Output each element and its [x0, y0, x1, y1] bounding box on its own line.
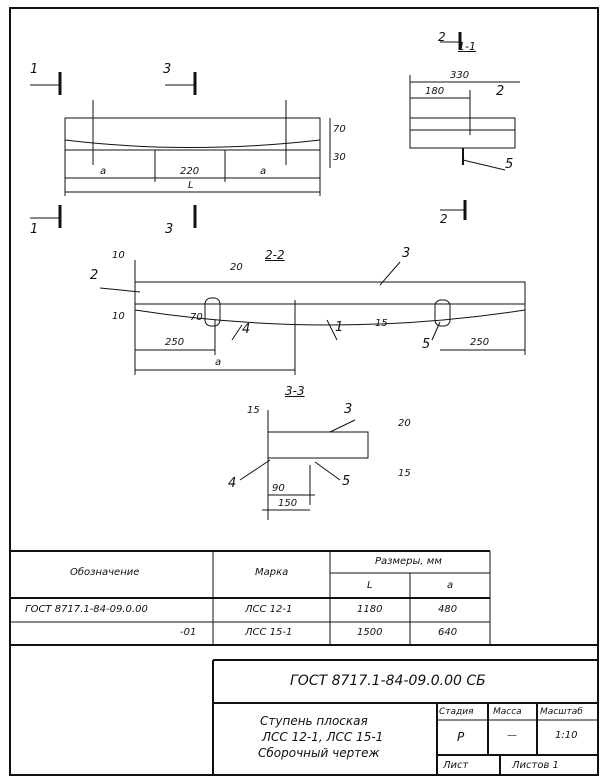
dim: 15	[398, 468, 411, 479]
stage-value: Р	[457, 730, 465, 744]
section-label: 3-3	[285, 384, 305, 398]
cut-mark: 2	[440, 212, 448, 226]
cell-mark: ЛСС 15-1	[245, 627, 293, 638]
mass-value: —	[507, 730, 517, 741]
cut-mark: 1	[30, 62, 39, 77]
callout: 4	[242, 322, 251, 337]
cell-designation: -01	[180, 627, 197, 638]
callout: 1	[335, 320, 344, 335]
dim: 330	[450, 70, 470, 81]
callout: 5	[342, 474, 351, 489]
callout: 2	[90, 268, 99, 283]
dim: 250	[165, 337, 185, 348]
header-sizes: Размеры, мм	[375, 556, 442, 567]
header-designation: Обозначение	[70, 567, 140, 578]
cell-L: 1500	[357, 627, 383, 638]
dim: a	[215, 357, 222, 368]
cut-mark: 1	[30, 222, 39, 237]
dim: 15	[375, 318, 388, 329]
dim: 70	[190, 312, 203, 323]
dim: 10	[112, 311, 125, 322]
spec-table-lines	[10, 550, 598, 646]
callout: 2	[496, 84, 505, 99]
cell-mark: ЛСС 12-1	[245, 604, 293, 615]
dim: 220	[180, 166, 200, 177]
callout: 3	[344, 402, 353, 417]
title-name-line3: Сборочный чертеж	[258, 746, 380, 760]
dim: 150	[278, 498, 298, 509]
dim: 90	[272, 483, 285, 494]
dim: a	[100, 166, 107, 177]
section-3-3	[239, 410, 369, 520]
scale-label: Масштаб	[540, 707, 583, 717]
cell-L: 1180	[357, 604, 383, 615]
scale-value: 1:10	[555, 730, 578, 741]
document-number: ГОСТ 8717.1-84-09.0.00 СБ	[290, 673, 486, 689]
dim: 10	[112, 250, 125, 261]
title-name-line1: Ступень плоская	[260, 714, 368, 728]
cut-mark: 2	[438, 30, 446, 44]
dim: a	[260, 166, 267, 177]
title-name-line2: ЛСС 12-1, ЛСС 15-1	[262, 730, 384, 744]
stage-label: Стадия	[439, 707, 474, 717]
dim: 30	[333, 152, 346, 163]
callout: 5	[505, 157, 514, 172]
dim: 180	[425, 86, 445, 97]
title-block-lines	[212, 659, 598, 775]
header-a: a	[447, 580, 454, 591]
cut-mark: 3	[165, 222, 174, 237]
section-1-1	[409, 32, 520, 220]
section-label: 2-2	[265, 248, 285, 262]
callout: 5	[422, 337, 431, 352]
dim: 15	[247, 405, 260, 416]
header-L: L	[367, 580, 373, 591]
elevation-view	[30, 72, 331, 228]
dim: 20	[398, 418, 411, 429]
dim: 70	[333, 124, 346, 135]
sheet-label: Лист	[443, 760, 469, 771]
dim: 250	[470, 337, 490, 348]
callout: 3	[402, 246, 411, 261]
header-mark: Марка	[255, 567, 289, 578]
callout: 4	[228, 476, 237, 491]
sheets-label: Листов 1	[512, 760, 559, 771]
cell-a: 480	[438, 604, 458, 615]
section-label: 1-1	[458, 40, 476, 53]
dim: L	[188, 180, 194, 191]
cell-a: 640	[438, 627, 458, 638]
cell-designation: ГОСТ 8717.1-84-09.0.00	[25, 604, 148, 615]
section-2-2	[99, 260, 526, 375]
cut-mark: 3	[163, 62, 172, 77]
mass-label: Масса	[493, 707, 522, 717]
dim: 20	[230, 262, 243, 273]
